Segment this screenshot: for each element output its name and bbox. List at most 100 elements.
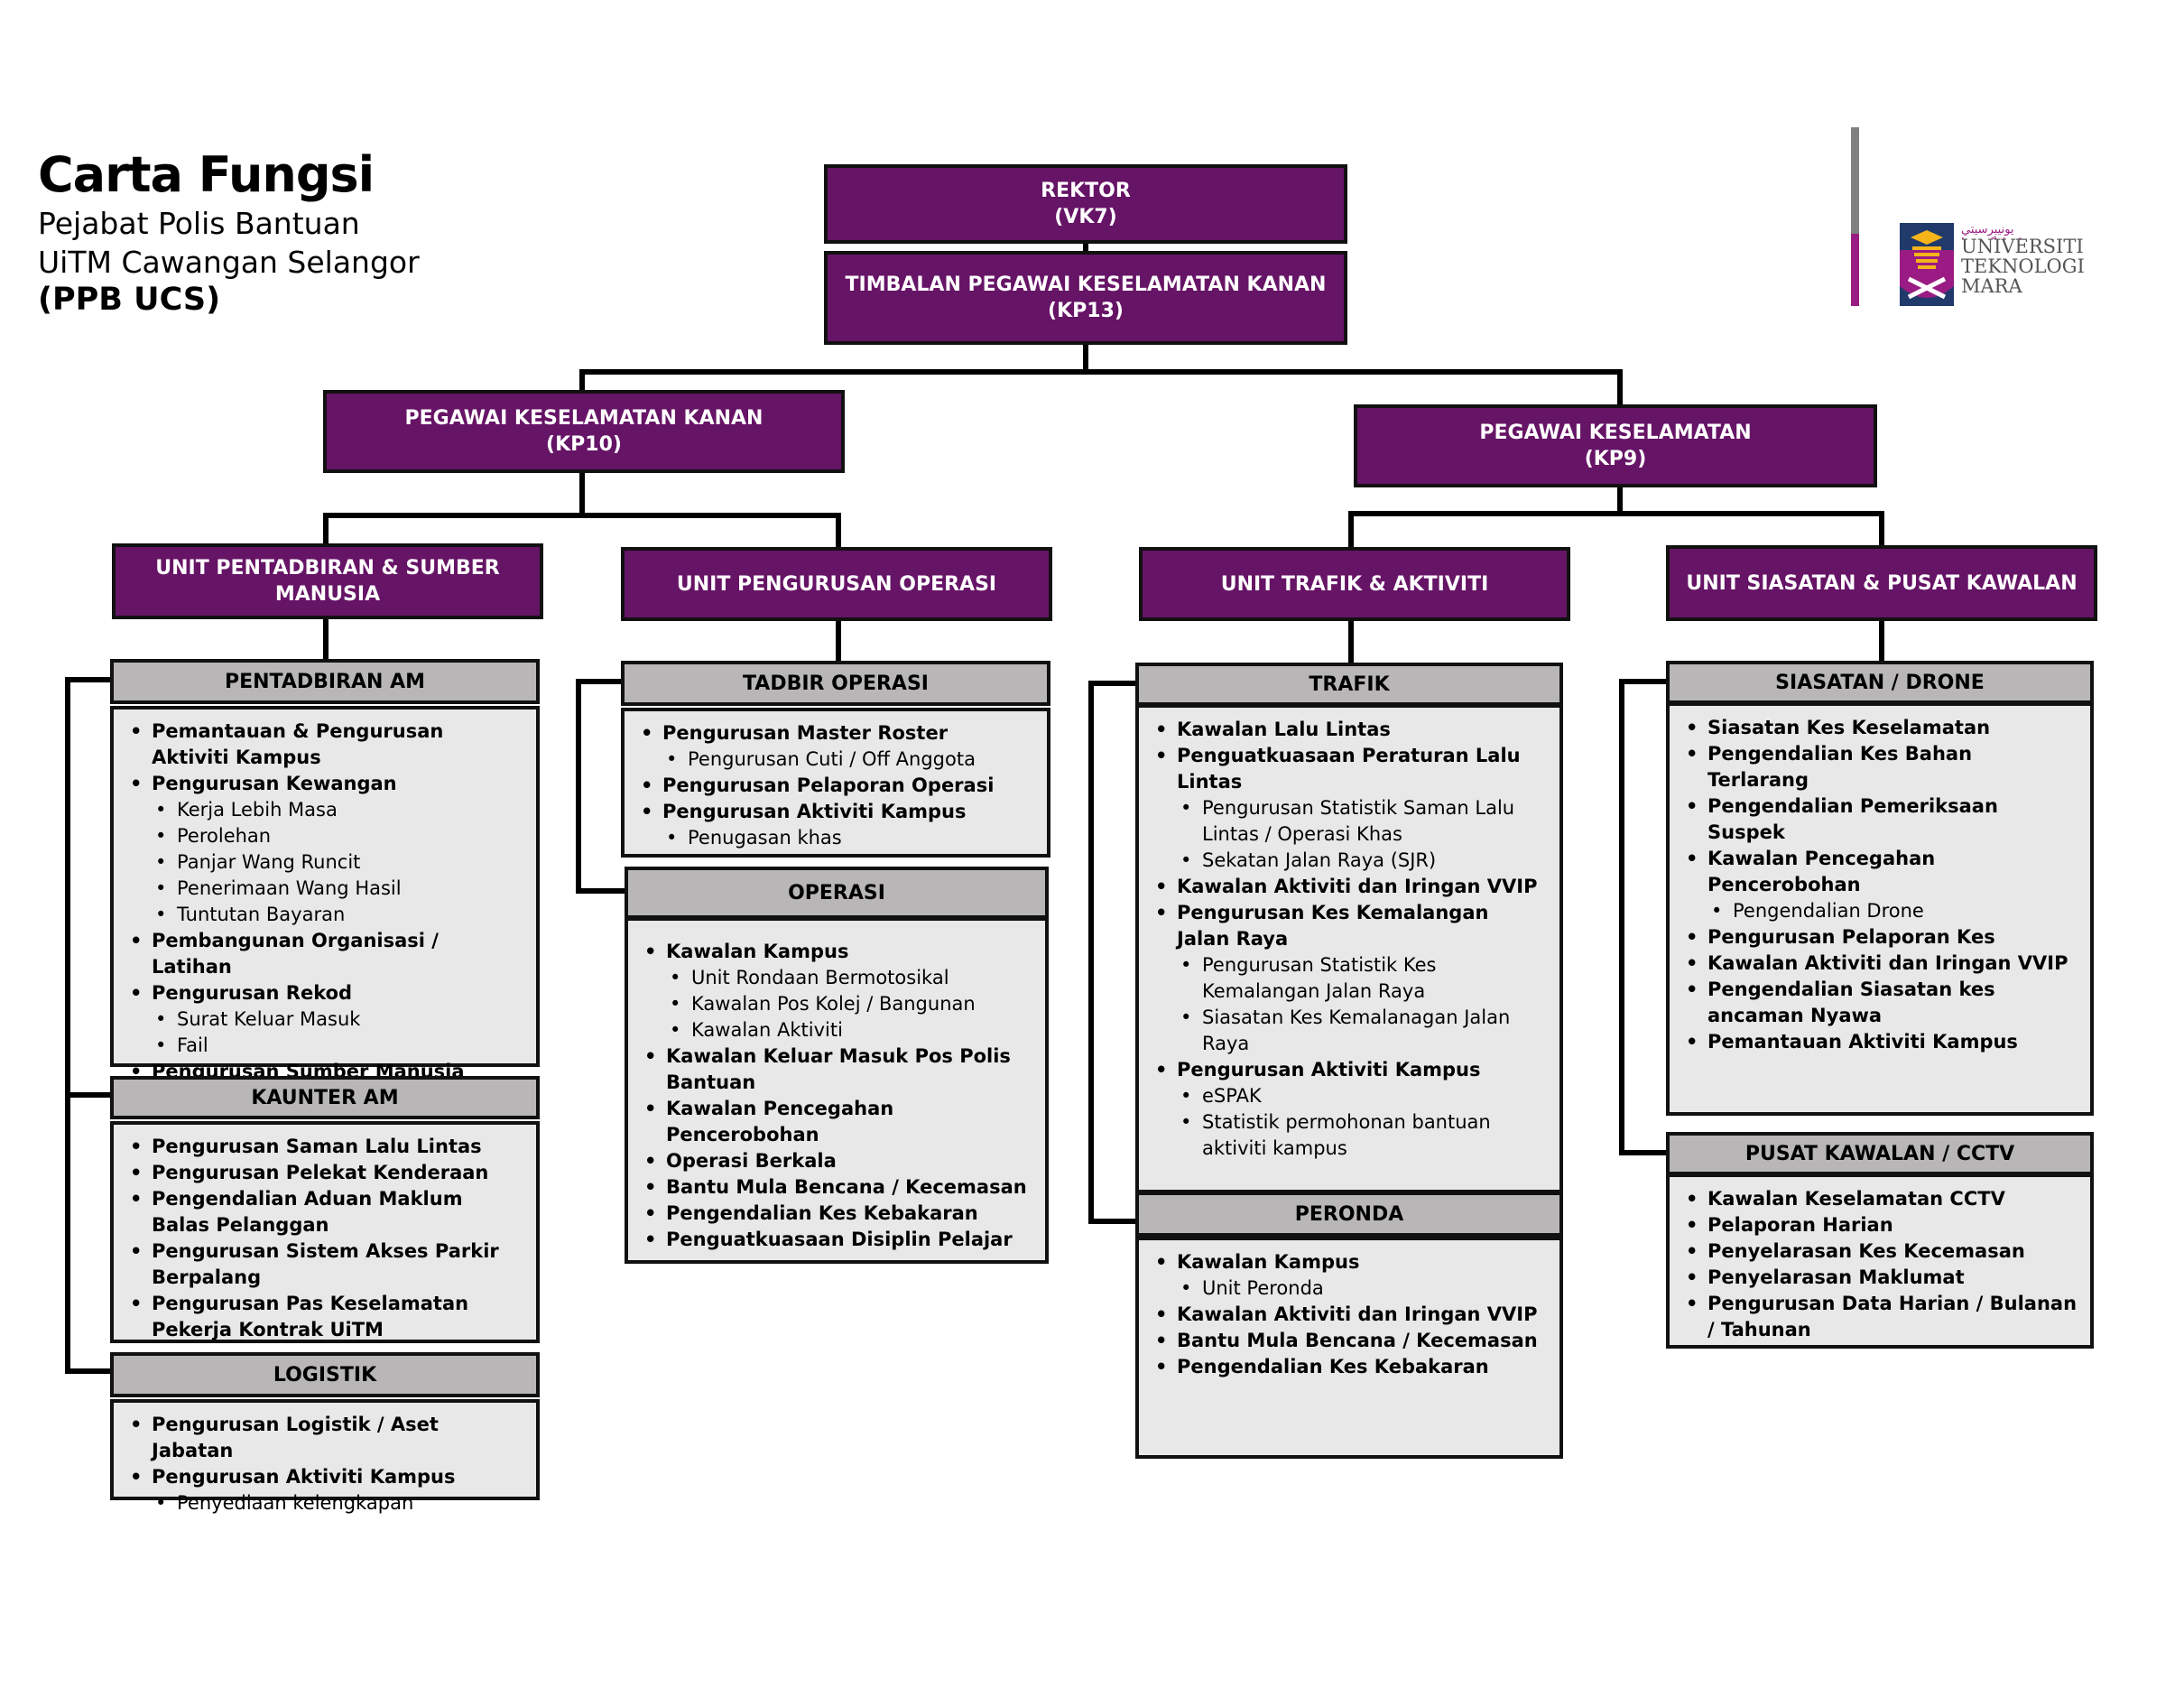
list-subitem: Penyediaan kelengkapan <box>126 1490 523 1516</box>
list-item: Operasi Berkala <box>641 1148 1032 1174</box>
logo-line2: TEKNOLOGI <box>1961 255 2085 277</box>
node-grade: (KP9) <box>1584 448 1647 470</box>
list-item: Bantu Mula Bencana / Kecemasan <box>641 1174 1032 1201</box>
section-body-logistik: Pengurusan Logistik / Aset JabatanPengur… <box>110 1399 540 1516</box>
list-subitem: Tuntutan Bayaran <box>126 902 523 928</box>
node-grade: (KP10) <box>546 433 622 456</box>
item-list: Kawalan KampusUnit PerondaKawalan Aktivi… <box>1152 1249 1547 1380</box>
list-subitem: Kawalan Aktiviti <box>641 1017 1032 1043</box>
list-subitem: Surat Keluar Masuk <box>126 1006 523 1033</box>
list-subitem: Kerja Lebih Masa <box>126 797 523 823</box>
section-body-operasi: Kawalan KampusUnit Rondaan BermotosikalK… <box>625 917 1049 1264</box>
list-item: Penguatkuasaan Disiplin Pelajar <box>641 1227 1032 1253</box>
page-subtitle-line2: UiTM Cawangan Selangor <box>38 245 420 280</box>
logo-line1: UNIVERSITI <box>1961 236 2084 257</box>
page-code: (PPB UCS) <box>38 282 221 318</box>
logo-arabic-script: ﯾﻮﻧﻴﺒﺮﺳﻴﺘﻲ ﺗﻴﻜﻨﻮﻟﻮﮔﻲ ﻣﺮﺍ <box>1961 223 2028 239</box>
list-item: Kawalan Aktiviti dan Iringan VVIP <box>1682 951 2078 977</box>
node-unit-trafik: UNIT TRAFIK & AKTIVITI <box>1139 547 1570 621</box>
node-officer-kp9: PEGAWAI KESELAMATAN (KP9) <box>1354 404 1877 487</box>
node-title: PEGAWAI KESELAMATAN <box>1479 422 1752 444</box>
item-list: Kawalan KampusUnit Rondaan BermotosikalK… <box>641 939 1032 1253</box>
list-item: Pengendalian Pemeriksaan Suspek <box>1682 793 2078 846</box>
section-header-kaunter-am: KAUNTER AM <box>110 1076 540 1119</box>
list-item: Kawalan Kampus <box>641 939 1032 965</box>
list-item: Pengurusan Logistik / Aset Jabatan <box>126 1412 523 1464</box>
list-item: Pengurusan Saman Lalu Lintas <box>126 1134 523 1160</box>
list-item: Pengurusan Aktiviti Kampus <box>126 1464 523 1490</box>
list-item: Bantu Mula Bencana / Kecemasan <box>1152 1328 1547 1354</box>
list-subitem: Penugasan khas <box>637 825 1034 851</box>
logo-divider-purple <box>1851 234 1859 306</box>
list-item: Pengurusan Aktiviti Kampus <box>1152 1057 1547 1083</box>
list-subitem: Pengendalian Drone <box>1682 898 2078 924</box>
logo-wordmark: UNIVERSITI TEKNOLOGI MARA <box>1961 237 2085 296</box>
node-unit-pengurusan-operasi: UNIT PENGURUSAN OPERASI <box>621 547 1052 621</box>
list-subitem: Fail <box>126 1033 523 1059</box>
list-item: Pengurusan Kewangan <box>126 771 523 797</box>
list-item: Pengurusan Pelaporan Operasi <box>637 773 1034 799</box>
list-item: Pemantauan & Pengurusan Aktiviti Kampus <box>126 719 523 771</box>
list-item: Pengurusan Sistem Akses Parkir Berpalang <box>126 1238 523 1291</box>
list-item: Pemantauan Aktiviti Kampus <box>1682 1029 2078 1055</box>
list-subitem: Panjar Wang Runcit <box>126 849 523 876</box>
section-header-peronda: PERONDA <box>1135 1192 1563 1237</box>
list-subitem: Siasatan Kes Kemalanagan Jalan Raya <box>1152 1005 1547 1057</box>
node-timbalan: TIMBALAN PEGAWAI KESELAMATAN KANAN (KP13… <box>824 251 1347 345</box>
list-item: Kawalan Pencegahan Pencerobohan <box>1682 846 2078 898</box>
list-item: Pengurusan Kes Kemalangan Jalan Raya <box>1152 900 1547 952</box>
uitm-crest-icon <box>1900 223 1954 306</box>
list-item: Penguatkuasaan Peraturan Lalu Lintas <box>1152 743 1547 795</box>
item-list: Pemantauan & Pengurusan Aktiviti KampusP… <box>126 719 523 1085</box>
list-subitem: Pengurusan Statistik Saman Lalu Lintas /… <box>1152 795 1547 848</box>
list-item: Pengurusan Pelaporan Kes <box>1682 924 2078 951</box>
list-item: Pembangunan Organisasi / Latihan <box>126 928 523 980</box>
node-title: TIMBALAN PEGAWAI KESELAMATAN KANAN <box>845 274 1327 296</box>
section-header-siasatan-drone: SIASATAN / DRONE <box>1666 661 2094 704</box>
list-item: Kawalan Pencegahan Pencerobohan <box>641 1096 1032 1148</box>
list-item: Pengurusan Master Roster <box>637 720 1034 747</box>
list-subitem: Unit Peronda <box>1152 1275 1547 1302</box>
list-item: Pengurusan Pelekat Kenderaan <box>126 1160 523 1186</box>
list-item: Kawalan Keluar Masuk Pos Polis Bantuan <box>641 1043 1032 1096</box>
section-header-trafik: TRAFIK <box>1135 663 1563 706</box>
list-item: Pengurusan Pas Keselamatan Pekerja Kontr… <box>126 1291 523 1343</box>
node-title: UNIT PENTADBIRAN & SUMBER MANUSIA <box>155 557 500 606</box>
section-header-pusat-kawalan: PUSAT KAWALAN / CCTV <box>1666 1132 2094 1175</box>
item-list: Pengurusan Logistik / Aset JabatanPengur… <box>126 1412 523 1516</box>
section-body-pentadbiran-am: Pemantauan & Pengurusan Aktiviti KampusP… <box>110 706 540 1085</box>
list-subitem: Pengurusan Cuti / Off Anggota <box>637 747 1034 773</box>
list-item: Kawalan Lalu Lintas <box>1152 717 1547 743</box>
node-title: UNIT SIASATAN & PUSAT KAWALAN <box>1686 571 2078 595</box>
item-list: Pengurusan Saman Lalu LintasPengurusan P… <box>126 1134 523 1343</box>
item-list: Pengurusan Master RosterPengurusan Cuti … <box>637 720 1034 851</box>
list-item: Kawalan Kampus <box>1152 1249 1547 1275</box>
list-item: Pengendalian Kes Bahan Terlarang <box>1682 741 2078 793</box>
section-header-operasi: OPERASI <box>625 867 1049 919</box>
item-list: Kawalan Lalu LintasPenguatkuasaan Peratu… <box>1152 717 1547 1162</box>
list-subitem: Perolehan <box>126 823 523 849</box>
page-subtitle-line1: Pejabat Polis Bantuan <box>38 206 360 241</box>
node-rektor: REKTOR (VK7) <box>824 164 1347 244</box>
section-body-siasatan-drone: Siasatan Kes KeselamatanPengendalian Kes… <box>1666 702 2094 1116</box>
node-title: REKTOR <box>1041 180 1131 202</box>
section-header-tadbir-operasi: TADBIR OPERASI <box>621 661 1050 706</box>
node-grade: (KP13) <box>1048 300 1124 322</box>
node-unit-siasatan: UNIT SIASATAN & PUSAT KAWALAN <box>1666 545 2097 621</box>
list-subitem: Unit Rondaan Bermotosikal <box>641 965 1032 991</box>
section-body-pusat-kawalan: Kawalan Keselamatan CCTVPelaporan Harian… <box>1666 1173 2094 1349</box>
list-subitem: Kawalan Pos Kolej / Bangunan <box>641 991 1032 1017</box>
node-title: UNIT TRAFIK & AKTIVITI <box>1220 572 1489 596</box>
section-header-pentadbiran-am: PENTADBIRAN AM <box>110 659 540 704</box>
node-grade: (VK7) <box>1054 206 1117 228</box>
node-title: PEGAWAI KESELAMATAN KANAN <box>404 407 763 430</box>
list-item: Pengendalian Aduan Maklum Balas Pelangga… <box>126 1186 523 1238</box>
section-body-trafik: Kawalan Lalu LintasPenguatkuasaan Peratu… <box>1135 704 1563 1193</box>
list-item: Pelaporan Harian <box>1682 1212 2078 1238</box>
list-item: Penyelarasan Kes Kecemasan <box>1682 1238 2078 1265</box>
list-subitem: Sekatan Jalan Raya (SJR) <box>1152 848 1547 874</box>
logo-divider-gray <box>1851 127 1859 234</box>
logo-line3: MARA <box>1961 275 2022 297</box>
list-subitem: eSPAK <box>1152 1083 1547 1109</box>
list-item: Kawalan Aktiviti dan Iringan VVIP <box>1152 874 1547 900</box>
